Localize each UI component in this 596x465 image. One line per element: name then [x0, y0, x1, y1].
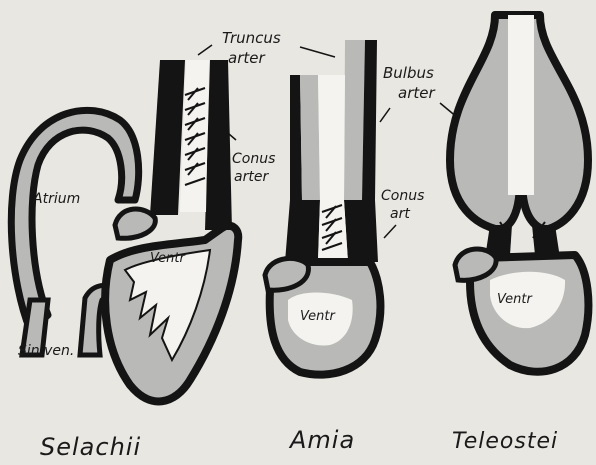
- ventr-teleostei-label: Ventr: [497, 292, 533, 307]
- conus-amia-art-label: art: [390, 206, 410, 222]
- sin-ven-label: Sin.ven.: [18, 343, 74, 359]
- amia-truncus-left-wall: [290, 75, 302, 200]
- conus-selachii-arter-label: arter: [234, 169, 269, 185]
- caption-selachii: Selachii: [40, 433, 141, 461]
- amia-conus-right-wall: [344, 200, 378, 262]
- amia-truncus-left: [300, 75, 320, 200]
- truncus-pointer: [198, 45, 212, 55]
- caption-teleostei: Teleostei: [452, 429, 558, 454]
- truncus-label: Truncus: [222, 29, 281, 47]
- atrium-label: Atrium: [32, 191, 80, 207]
- caption-amia: Amia: [288, 426, 355, 454]
- conus-selachii-label: Conus: [232, 151, 275, 167]
- conus-amia-label: Conus: [381, 188, 424, 204]
- bulbus-pointer: [380, 108, 390, 122]
- selachii-conus-left-wall: [150, 60, 185, 215]
- teleostei-bulbus-lumen: [508, 15, 534, 195]
- teleostei-heart: [450, 15, 588, 372]
- bulbus-arter-label: arter: [398, 84, 435, 102]
- selachii-conus-right-wall: [205, 60, 232, 230]
- selachii-av-cushion: [115, 209, 155, 238]
- amia-truncus-right: [344, 40, 365, 200]
- amia-conus-left-wall: [285, 200, 320, 262]
- amia-heart: [265, 40, 380, 375]
- ventr-selachii-label: Ventr: [150, 251, 186, 266]
- ventr-amia-label: Ventr: [300, 309, 336, 324]
- amia-truncus-lumen: [318, 75, 345, 200]
- truncus-pointer-2: [300, 47, 335, 57]
- truncus-arter-label: arter: [228, 49, 265, 67]
- bulbus-label: Bulbus: [383, 64, 434, 82]
- conus-amia-pointer: [384, 225, 396, 238]
